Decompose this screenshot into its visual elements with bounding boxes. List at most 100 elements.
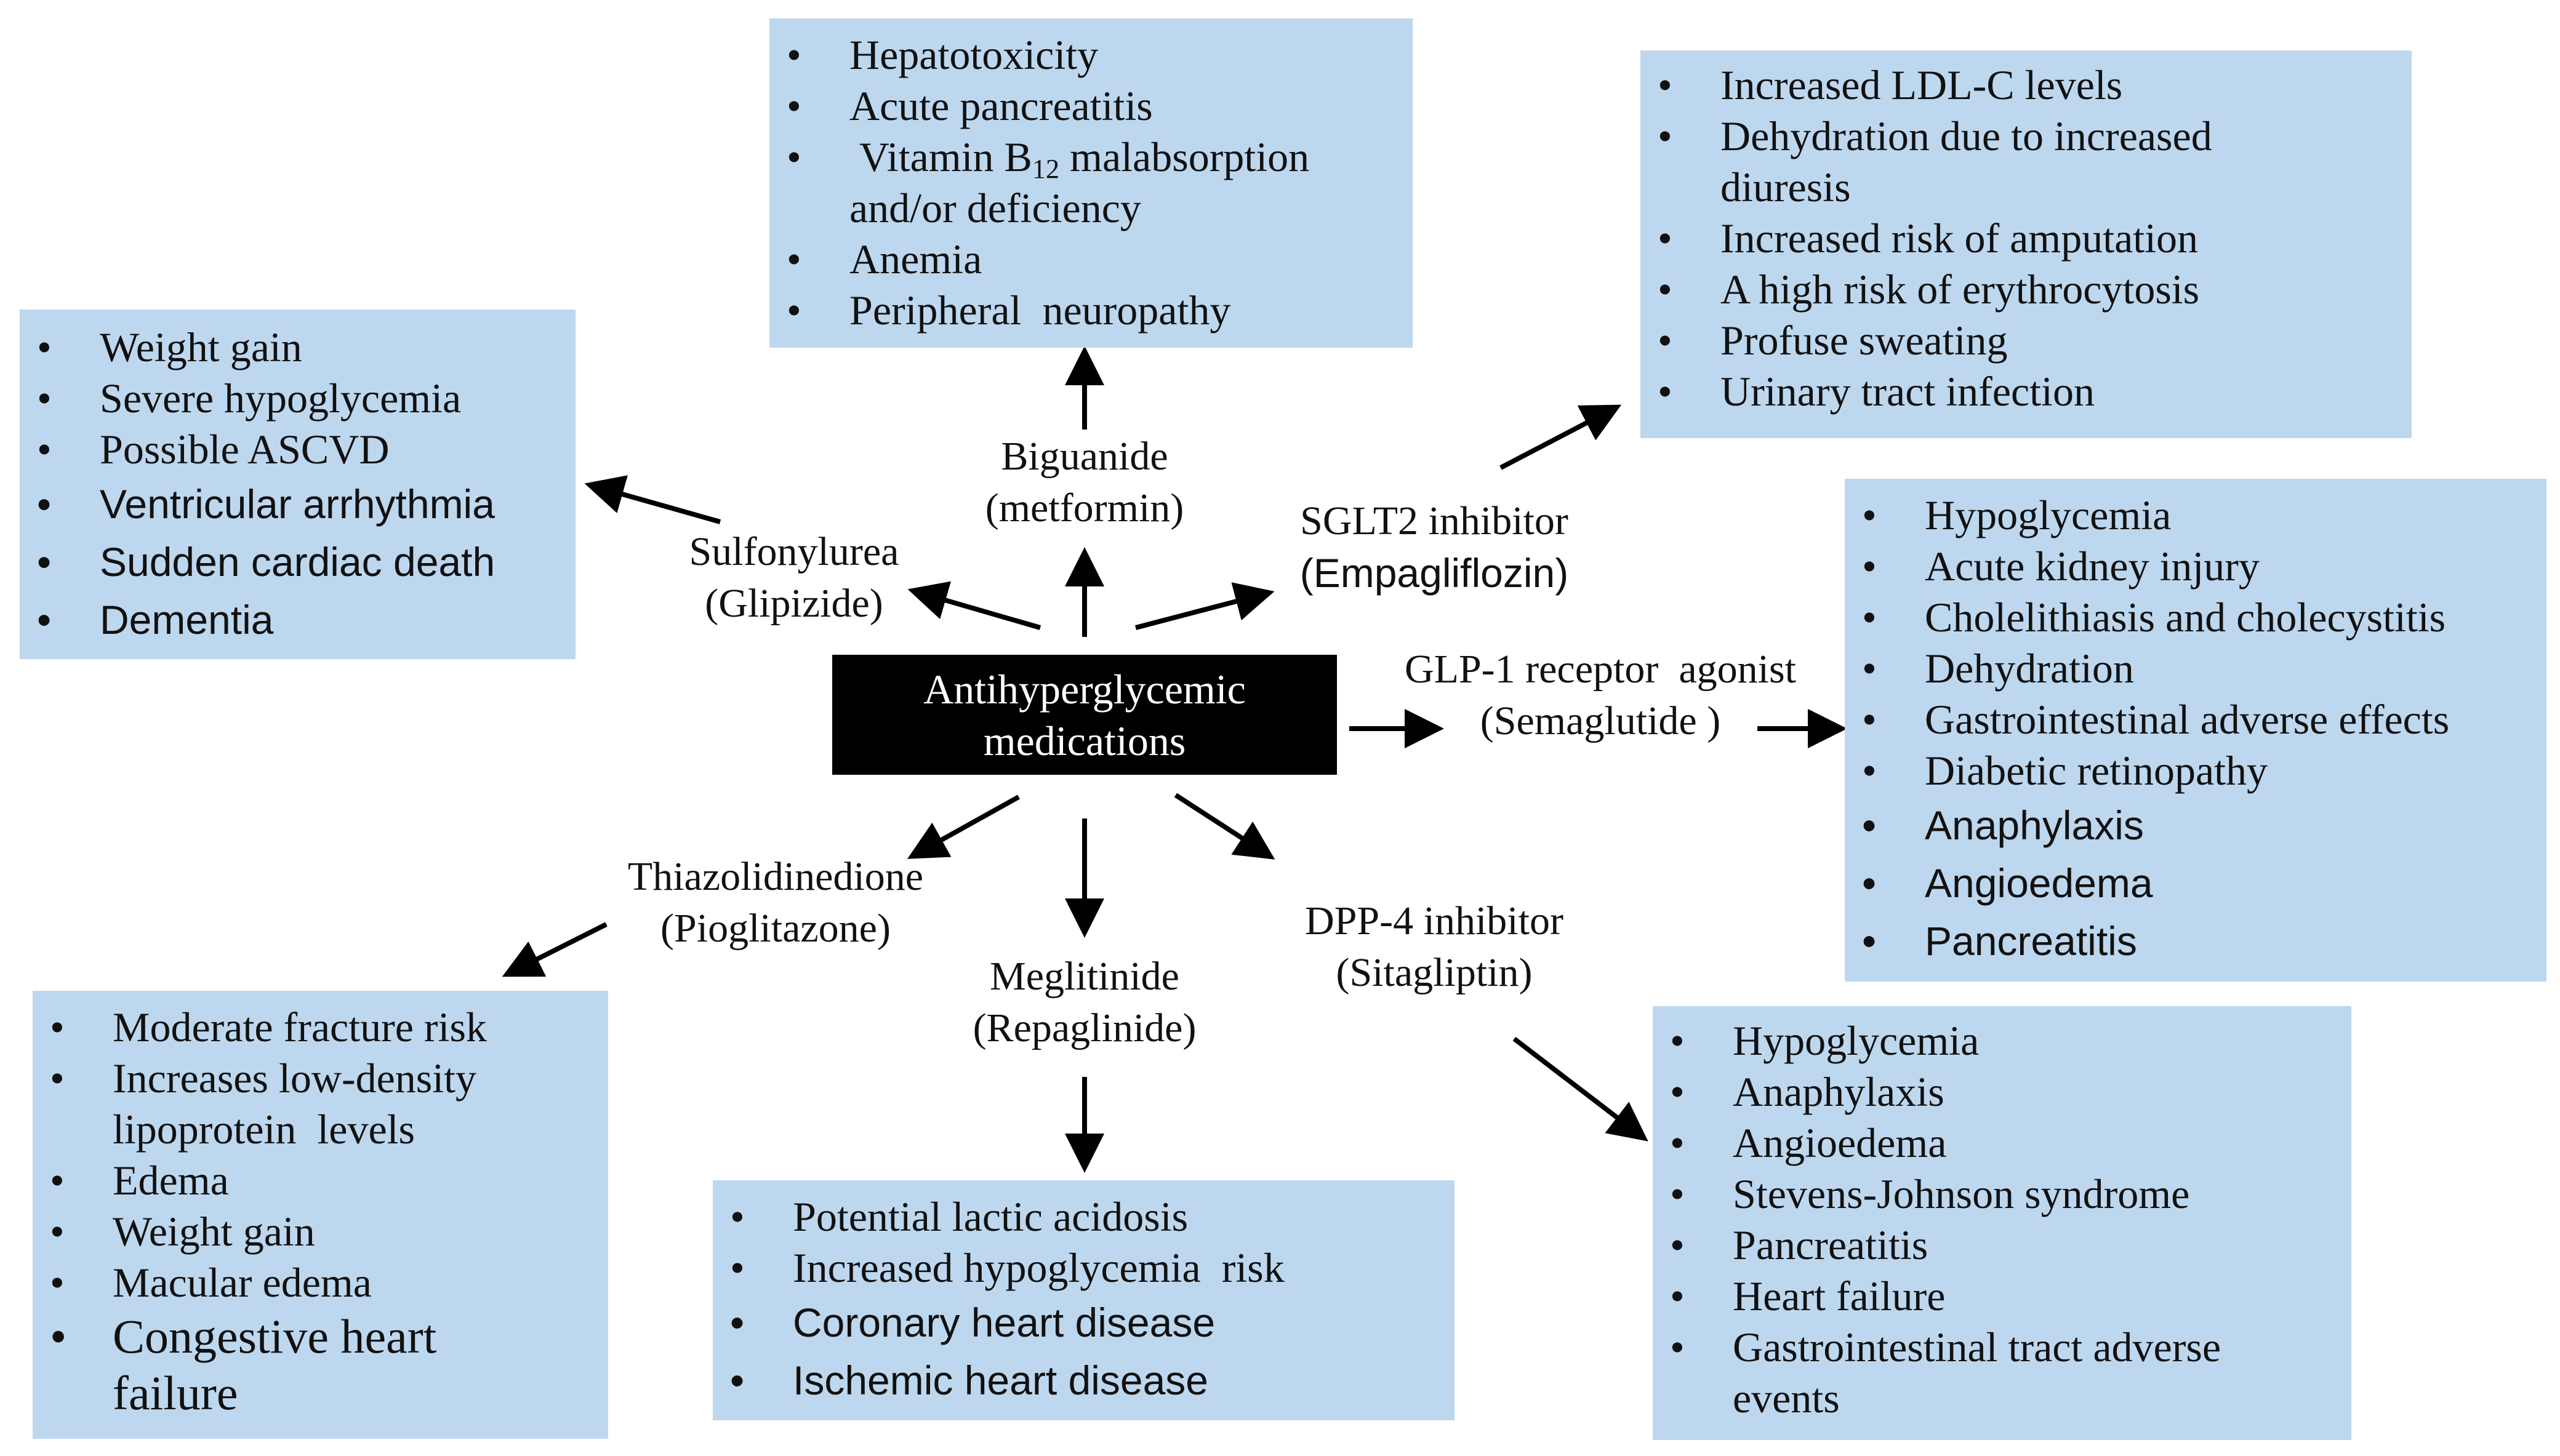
list-item-text-line2: failure [113, 1366, 238, 1420]
label-glp1: GLP-1 receptor agonist (Semaglutide ) [1366, 644, 1834, 747]
list-item-text-line2: diuresis [1720, 164, 1851, 210]
center-line1: Antihyperglycemic [923, 665, 1246, 713]
list-item: Vitamin B12 malabsorption and/or deficien… [769, 132, 1413, 234]
list-item-text: Increased risk of amputation [1720, 215, 2199, 262]
list-item: Diabetic retinopathy [1845, 745, 2546, 796]
label-sulfonylurea: Sulfonylurea (Glipizide) [656, 526, 933, 630]
arrow-tzd-to-box [502, 922, 608, 977]
list-item-text: Increases low-density [113, 1055, 477, 1102]
label-dpp4: DPP-4 inhibitor (Sitagliptin) [1274, 895, 1594, 999]
label-tzd: Thiazolidinedione (Pioglitazone) [585, 851, 966, 954]
list-item: Angioedema [1653, 1118, 2351, 1169]
list-item: Edema [33, 1155, 608, 1206]
label-tzd-drug: (Pioglitazone) [660, 906, 891, 951]
label-glp1-drug: (Semaglutide ) [1480, 698, 1721, 743]
list-item: Heart failure [1653, 1271, 2351, 1322]
list-item: Weight gain [33, 1206, 608, 1257]
list-item: Dehydration due to increased diuresis [1640, 111, 2412, 213]
list-item: Hepatotoxicity [769, 30, 1413, 81]
label-meglitinide: Meglitinide (Repaglinide) [948, 951, 1221, 1054]
list-item-text: A high risk of erythrocytosis [1720, 266, 2200, 313]
label-tzd-class: Thiazolidinedione [627, 854, 924, 899]
list-item-text: Increased LDL-C levels [1720, 62, 2123, 108]
list-item-text: Dehydration due to increased [1720, 113, 2212, 159]
arrow-dpp4-to-box [1512, 1036, 1648, 1142]
label-dpp4-drug: (Sitagliptin) [1336, 950, 1533, 995]
box-sglt2-effects: Increased LDL-C levels Dehydration due t… [1640, 50, 2412, 438]
list-item-text: Edema [113, 1157, 229, 1204]
arrow-sulfonylurea-to-box [584, 475, 721, 524]
list-item: Increased LDL-C levels [1640, 60, 2412, 111]
label-biguanide-drug: (metformin) [985, 486, 1184, 530]
b12-subscript: 12 [1032, 154, 1060, 185]
box-tzd-effects: Moderate fracture risk Increases low-den… [33, 991, 608, 1439]
list-item-text: Hypoglycemia [1733, 1017, 1980, 1064]
list-item: Increased risk of amputation [1640, 213, 2412, 264]
list-item-text: Pancreatitis [1733, 1222, 1928, 1268]
list-item: A high risk of erythrocytosis [1640, 264, 2412, 315]
label-meglitinide-drug: (Repaglinide) [973, 1006, 1197, 1050]
list-item: Moderate fracture risk [33, 1002, 608, 1053]
list-item: Peripheral neuropathy [769, 285, 1413, 336]
arrow-center-to-dpp4 [1174, 793, 1275, 860]
list-item-text: Angioedema [1733, 1119, 1947, 1166]
list-item: Weight gain [20, 322, 576, 373]
b12-text-after: malabsorption [1059, 134, 1310, 180]
list-item-text: Stevens-Johnson syndrome [1733, 1170, 2190, 1217]
list-item: Increased hypoglycemia risk [713, 1242, 1455, 1294]
list-item: Profuse sweating [1640, 315, 2412, 366]
list-item-text: Macular edema [113, 1259, 372, 1306]
list-item: Dehydration [1845, 643, 2546, 694]
label-biguanide-class: Biguanide [1001, 434, 1168, 479]
box-glp1-effects: Hypoglycemia Acute kidney injury Choleli… [1845, 479, 2546, 982]
label-sglt2-drug: (Empagliflozin) [1299, 550, 1569, 596]
list-item-text-line2: lipoprotein levels [113, 1106, 415, 1153]
list-item: Severe hypoglycemia [20, 373, 576, 424]
arrow-center-to-tzd [907, 794, 1020, 859]
arrow-sglt2-to-box [1499, 404, 1622, 470]
list-item: Macular edema [33, 1257, 608, 1308]
list-item: Anaphylaxis [1845, 796, 2546, 854]
list-item: Hypoglycemia [1653, 1015, 2351, 1066]
box-dpp4-effects: Hypoglycemia Anaphylaxis Angioedema Stev… [1653, 1006, 2351, 1440]
label-glp1-class: GLP-1 receptor agonist [1405, 647, 1796, 692]
label-sglt2-class: SGLT2 inhibitor [1300, 498, 1568, 543]
list-item-text: Moderate fracture risk [113, 1004, 487, 1050]
box-meglitinide-effects: Potential lactic acidosis Increased hypo… [713, 1180, 1455, 1420]
list-item: Ischemic heart disease [713, 1351, 1455, 1409]
list-item: Coronary heart disease [713, 1294, 1455, 1351]
list-item: Cholelithiasis and cholecystitis [1845, 592, 2546, 643]
list-item: Acute pancreatitis [769, 81, 1413, 132]
label-biguanide: Biguanide (metformin) [960, 431, 1209, 534]
label-meglitinide-class: Meglitinide [990, 954, 1179, 999]
center-node: Antihyperglycemic medications [832, 655, 1337, 775]
list-item: Ventricular arrhythmia [20, 475, 576, 533]
b12-text-line2: and/or deficiency [849, 185, 1141, 231]
list-item: Urinary tract infection [1640, 366, 2412, 417]
list-item: Angioedema [1845, 854, 2546, 912]
arrow-center-to-sglt2 [1134, 582, 1275, 630]
list-item-text: Profuse sweating [1720, 317, 2008, 364]
list-item: Dementia [20, 591, 576, 649]
label-dpp4-class: DPP-4 inhibitor [1305, 898, 1563, 943]
list-item-text-line2: events [1733, 1375, 1840, 1422]
arrow-center-to-sulfonylurea [907, 581, 1041, 630]
label-sulfonylurea-class: Sulfonylurea [689, 529, 899, 574]
list-item: Pancreatitis [1845, 912, 2546, 970]
b12-text: Vitamin B [849, 134, 1032, 180]
list-item: Pancreatitis [1653, 1220, 2351, 1271]
list-item: Sudden cardiac death [20, 533, 576, 591]
box-biguanide-effects: Hepatotoxicity Acute pancreatitis Vitami… [769, 18, 1413, 348]
list-item: Anemia [769, 234, 1413, 285]
list-item-text: Urinary tract infection [1720, 368, 2095, 415]
label-sulfonylurea-drug: (Glipizide) [705, 581, 883, 626]
list-item: Gastrointestinal adverse effects [1845, 694, 2546, 745]
list-item-text: Congestive heart [113, 1310, 437, 1363]
list-item: Anaphylaxis [1653, 1066, 2351, 1118]
list-item-text: Gastrointestinal tract adverse [1733, 1324, 2221, 1370]
box-sulfonylurea-effects: Weight gain Severe hypoglycemia Possible… [20, 310, 576, 659]
list-item-text: Anaphylaxis [1733, 1068, 1944, 1115]
